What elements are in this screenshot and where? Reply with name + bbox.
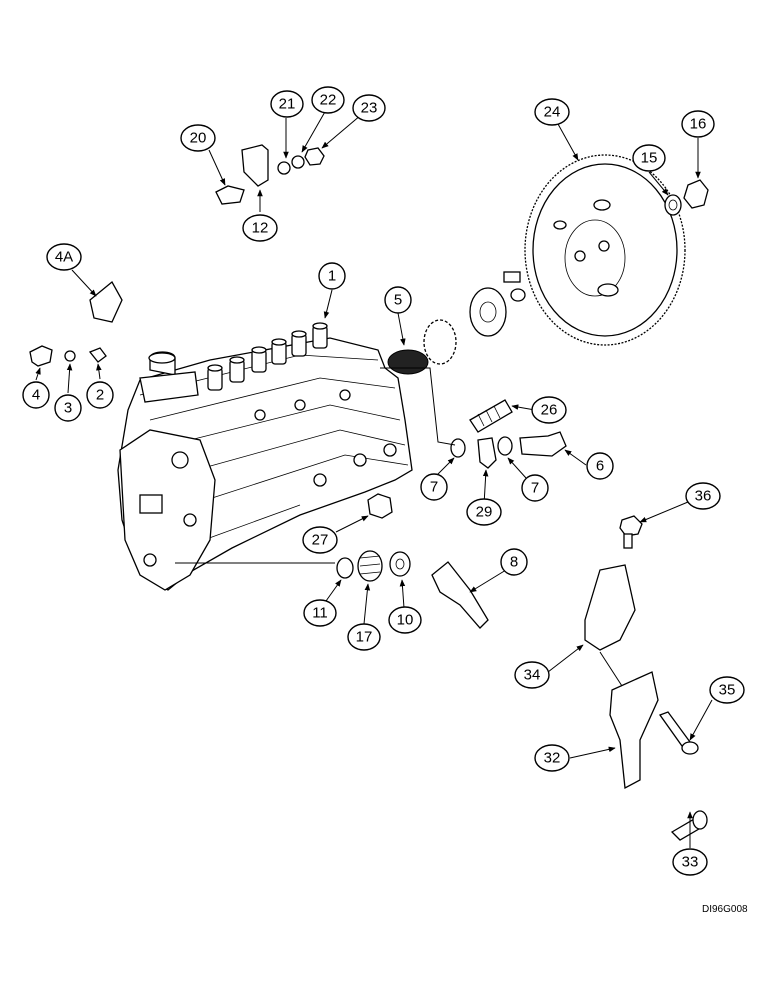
callout-34: 34 bbox=[514, 661, 550, 689]
callout-2: 2 bbox=[86, 381, 114, 409]
callout-5: 5 bbox=[384, 286, 412, 314]
drawing-code: DI96G008 bbox=[702, 904, 748, 915]
injection-pump-body bbox=[117, 322, 413, 591]
svg-text:20: 20 bbox=[190, 130, 207, 147]
callout-21: 21 bbox=[270, 90, 304, 118]
callout-1: 1 bbox=[318, 262, 346, 290]
svg-text:4: 4 bbox=[32, 387, 40, 404]
nut-and-washer bbox=[664, 179, 709, 216]
callout-12: 12 bbox=[242, 214, 278, 242]
svg-text:7: 7 bbox=[430, 479, 438, 496]
callout-16: 16 bbox=[681, 110, 715, 138]
bolts bbox=[658, 711, 708, 841]
stud bbox=[469, 399, 513, 433]
timing-gear bbox=[524, 154, 686, 346]
svg-text:5: 5 bbox=[394, 292, 402, 309]
banjo-fitting-assembly bbox=[450, 431, 567, 469]
svg-text:11: 11 bbox=[312, 605, 328, 622]
svg-text:29: 29 bbox=[476, 504, 493, 521]
svg-text:2: 2 bbox=[96, 387, 104, 404]
top-bracket-assembly bbox=[215, 144, 325, 205]
svg-text:23: 23 bbox=[361, 100, 378, 117]
svg-text:32: 32 bbox=[544, 750, 561, 767]
svg-text:22: 22 bbox=[320, 92, 337, 109]
svg-text:36: 36 bbox=[695, 488, 712, 505]
svg-text:16: 16 bbox=[690, 116, 707, 133]
svg-text:10: 10 bbox=[397, 612, 414, 629]
coupling-hub bbox=[423, 271, 526, 365]
svg-text:26: 26 bbox=[541, 402, 558, 419]
callout-29: 29 bbox=[466, 498, 502, 526]
svg-text:34: 34 bbox=[524, 667, 541, 684]
callout-7a: 7 bbox=[420, 473, 448, 501]
mounting-plate bbox=[609, 671, 659, 790]
svg-text:15: 15 bbox=[641, 150, 658, 167]
svg-text:35: 35 bbox=[719, 682, 736, 699]
callout-20: 20 bbox=[180, 124, 216, 152]
callout-7b: 7 bbox=[521, 474, 549, 502]
throttle-lever bbox=[431, 561, 489, 629]
bolt bbox=[619, 515, 643, 549]
callout-27: 27 bbox=[302, 526, 338, 554]
leader-lines bbox=[35, 109, 713, 848]
callout-11: 11 bbox=[303, 599, 337, 627]
callout-6: 6 bbox=[586, 452, 614, 480]
svg-text:3: 3 bbox=[64, 400, 72, 417]
callout-17: 17 bbox=[347, 623, 381, 651]
cover-plate bbox=[89, 281, 123, 323]
svg-text:7: 7 bbox=[531, 480, 539, 497]
callout-24: 24 bbox=[534, 98, 570, 126]
callout-22: 22 bbox=[311, 86, 345, 114]
svg-text:12: 12 bbox=[252, 220, 269, 237]
callout-36: 36 bbox=[685, 482, 721, 510]
svg-text:21: 21 bbox=[279, 96, 296, 113]
svg-text:4A: 4A bbox=[55, 249, 73, 266]
svg-text:33: 33 bbox=[682, 854, 699, 871]
callout-33: 33 bbox=[672, 848, 708, 876]
o-ring bbox=[387, 349, 429, 375]
svg-text:1: 1 bbox=[328, 268, 336, 285]
callout-8: 8 bbox=[500, 548, 528, 576]
callout-35: 35 bbox=[709, 676, 745, 704]
fitting-parts bbox=[29, 345, 107, 367]
svg-text:17: 17 bbox=[356, 629, 373, 646]
callout-15: 15 bbox=[632, 144, 666, 172]
callout-3: 3 bbox=[54, 394, 82, 422]
callout-32: 32 bbox=[534, 744, 570, 772]
callout-23: 23 bbox=[352, 94, 386, 122]
svg-text:6: 6 bbox=[596, 458, 604, 475]
svg-text:24: 24 bbox=[544, 104, 561, 121]
callout-10: 10 bbox=[388, 606, 422, 634]
svg-text:8: 8 bbox=[510, 554, 518, 571]
spring-parts bbox=[336, 550, 411, 582]
callout-4: 4 bbox=[22, 381, 50, 409]
callout-26: 26 bbox=[531, 396, 567, 424]
callout-4a: 4A bbox=[46, 243, 82, 271]
hex-nut bbox=[367, 493, 393, 519]
svg-text:27: 27 bbox=[312, 532, 329, 549]
mounting-bracket bbox=[584, 564, 636, 651]
